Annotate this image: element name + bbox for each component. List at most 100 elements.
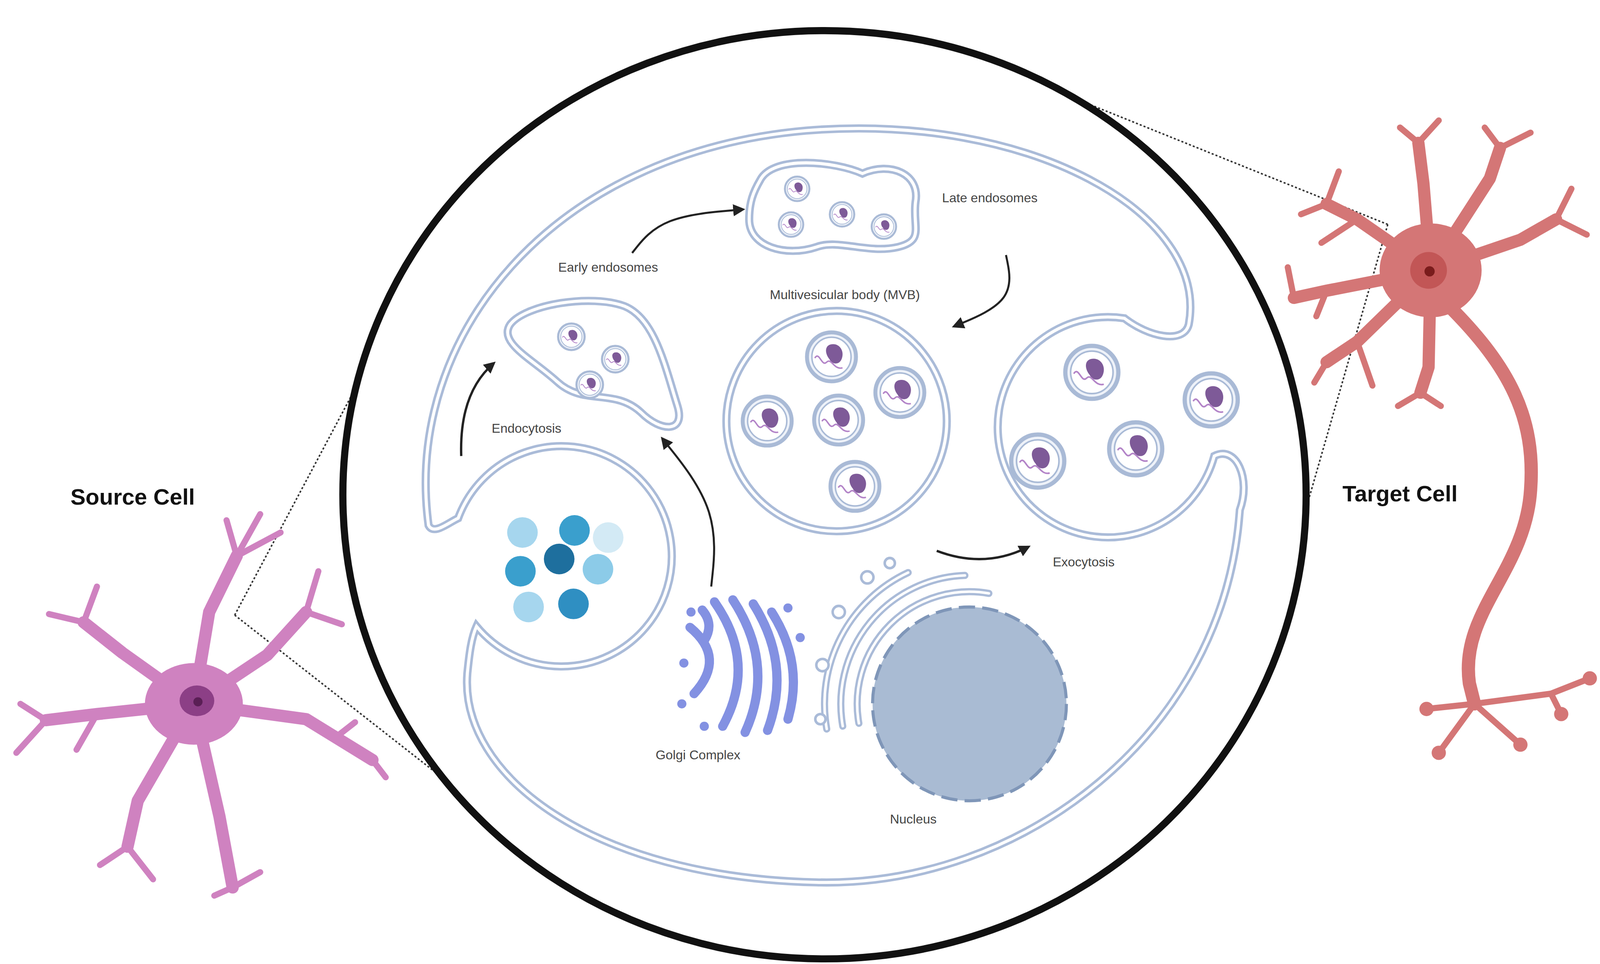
exosome-vesicles [1065,346,1119,399]
cargo-particles [592,522,624,554]
target-neuron [1474,704,1521,746]
source-neuron [16,514,386,897]
process-arrow [936,546,1029,560]
source-neuron [179,685,215,717]
source-neuron [372,760,386,778]
late-endosome-node: Late endosomes [743,158,1057,256]
target-neuron [1287,120,1598,761]
flow-arrow [662,438,714,587]
nucleus-node-outline [872,606,1067,801]
source-neuron [236,532,281,557]
cell-membrane [425,128,1244,883]
cargo-particles [582,554,614,585]
cell-label: Target Cell [1342,480,1458,507]
target-neuron [1484,127,1500,149]
golgi-node-outline [648,586,807,768]
golgi-node-outline [677,600,805,733]
target-neuron [1418,120,1439,143]
early-endosome-node-outline [499,253,689,439]
source-neuron [16,514,386,897]
target-neuron [1287,267,1294,299]
source-neuron [76,714,98,750]
organelle-label: Golgi Complex [655,747,741,763]
target-neuron [1513,737,1528,752]
late-endosome-node-outline [749,162,916,251]
organelle-label: Multivesicular body (MVB) [769,287,920,303]
target-neuron [1474,678,1590,704]
target-neuron [1499,132,1531,149]
source-neuron [127,846,154,880]
target-neuron [1420,392,1441,407]
early-endosome-node-outline [507,300,680,427]
source-neuron [100,846,128,866]
source-neuron [336,722,355,737]
target-neuron [1316,290,1327,317]
source-neuron [306,612,342,625]
target-neuron [1448,306,1532,704]
target-neuron [1424,266,1435,277]
source-neuron [83,586,97,623]
target-neuron [1287,120,1590,754]
mvb-node-outline [719,283,954,536]
target-neuron [1555,188,1572,220]
source-neuron [226,520,237,557]
source-neuron [16,720,46,754]
target-neuron [1326,171,1339,205]
process-arrow [461,363,494,457]
target-neuron [1301,203,1327,215]
endoplasmic-reticulum [816,659,829,672]
golgi-node: Golgi Complex [648,586,807,768]
source-neuron [144,663,244,746]
source-neuron [193,697,203,707]
target-neuron [1555,219,1587,235]
target-neuron [1287,120,1590,754]
cargo-particles [507,517,538,549]
mvb-node: Multivesicular body (MVB) [719,283,954,536]
early-endosome-node: Early endosomes [499,253,689,439]
cargo-particles [558,588,589,620]
target-neuron [1357,342,1373,387]
process-label: Endocytosis [491,421,562,437]
target-neuron [1314,362,1327,383]
organelle-label: Early endosomes [558,260,658,276]
exosome-vesicles [1109,422,1163,476]
cell-membrane [425,128,1244,883]
target-neuron [1438,704,1475,754]
cell-label: Source Cell [70,483,195,510]
organelle-label: Nucleus [890,812,937,828]
source-neuron [46,556,373,888]
late-endosome-node-outline [743,158,1057,256]
mvb-node-outline [726,311,947,532]
exosome-vesicles [1011,346,1238,488]
target-neuron [1379,223,1482,318]
cargo-particles [513,592,544,623]
flow-arrow [632,209,743,254]
source-neuron [48,614,84,623]
target-neuron [1426,704,1475,710]
target-neuron [1419,702,1434,717]
endoplasmic-reticulum [815,714,826,725]
endoplasmic-reticulum [861,571,874,584]
cargo-particles [543,543,575,575]
source-neuron [232,872,261,888]
target-neuron [1419,671,1598,761]
source-neuron [16,514,386,897]
nucleus-node-outline [867,602,1072,832]
organelle-label: Late endosomes [942,190,1038,206]
target-neuron [1321,219,1357,243]
target-neuron [1431,745,1446,761]
target-neuron [1400,127,1419,143]
target-neuron [1293,142,1556,705]
source-neuron [20,704,47,721]
cargo-particles [505,556,536,587]
flow-arrow [954,255,1010,327]
nucleus-node: Nucleus [867,602,1072,832]
process-label: Exocytosis [1052,554,1115,570]
exosome-vesicles [1184,373,1238,427]
target-neuron [1553,707,1569,722]
cargo-particles [505,515,624,623]
cell-membrane [425,128,1244,883]
exosome-vesicles [1011,434,1065,488]
endoplasmic-reticulum [884,558,895,569]
